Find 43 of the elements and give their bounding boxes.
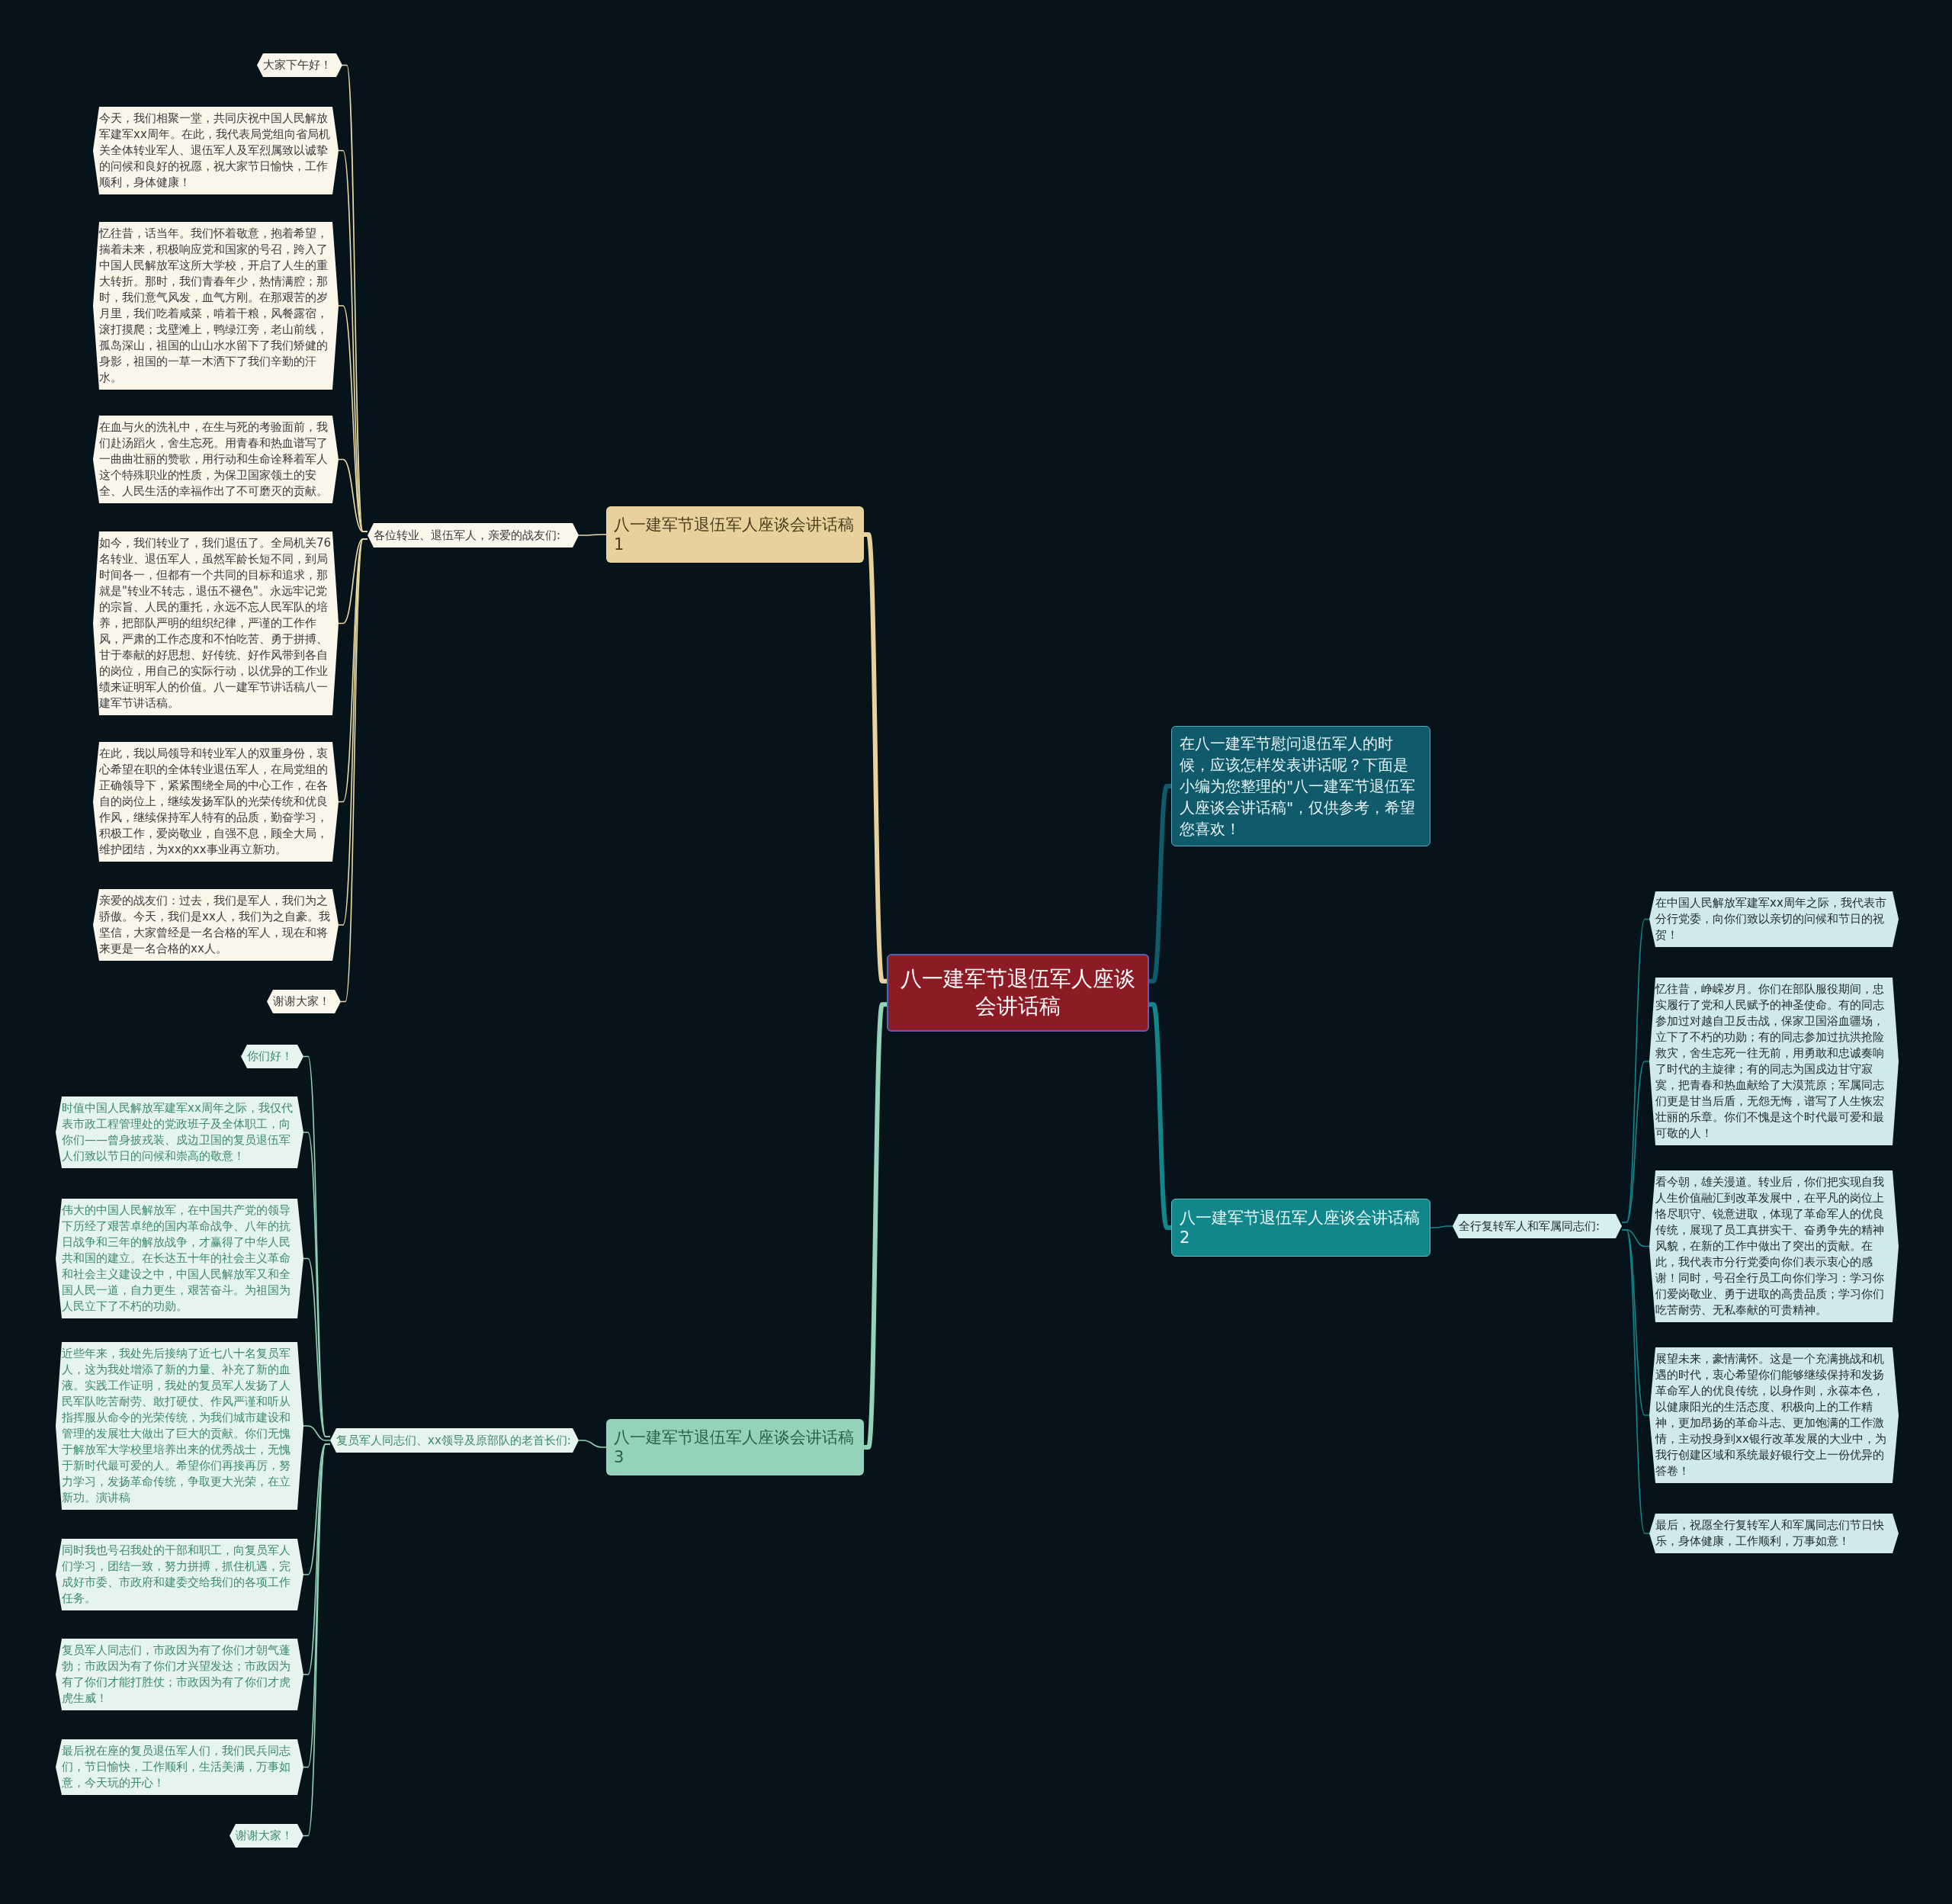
text-card: 忆往昔，峥嵘岁月。你们在部队服役期间，忠实履行了党和人民赋予的神圣使命。有的同志参加过对越自卫反击战，保家卫国浴血疆场，立下了不朽的功勋；有的同志参加过抗洪抢险救灾，舍生忘死一往无前，用勇敢和忠诚奏响了时代的主旋律；有的同志为国戍边甘守寂寞，把青春和热血献给了大漠荒原；军属同志们更是甘当后盾，无怨无悔，谱写了人生恢宏壮丽的乐章。你们不愧是这个时代最可爱和最可敬的人！ bbox=[1649, 978, 1899, 1145]
central-topic-box: 八一建军节退伍军人座谈会讲话稿 bbox=[887, 954, 1149, 1032]
text-card: 今天，我们相聚一堂，共同庆祝中国人民解放军建军xx周年。在此，我代表局党组向省局机关全体转业军人、退伍军人及军烈属致以诚挚的问候和良好的祝愿，祝大家节日愉快，工作顺利，身体健康！ bbox=[93, 107, 339, 194]
connector-line bbox=[340, 538, 368, 1003]
text-card: 在中国人民解放军建军xx周年之际，我代表市分行党委，向你们致以亲切的问候和节日的祝贺！ bbox=[1649, 891, 1899, 947]
connector-line bbox=[578, 1440, 607, 1448]
topic-box: 八一建军节退伍军人座谈会讲话稿3 bbox=[606, 1419, 864, 1475]
text-card: 谢谢大家！ bbox=[230, 1824, 303, 1848]
intro-text-box: 在八一建军节慰问退伍军人的时候，应该怎样发表讲话呢？下面是小编为您整理的"八一建军节退伍军人座谈会讲话稿"，仅供参考，希望您喜欢！ bbox=[1171, 726, 1430, 846]
connector-line bbox=[1621, 1061, 1650, 1223]
connector-line bbox=[303, 1257, 331, 1437]
subtopic-box: 各位转业、退伍军人，亲爱的战友们: bbox=[368, 523, 579, 547]
text-card: 在血与火的洗礼中，在生与死的考验面前，我们赴汤蹈火，舍生忘死。用青春和热血谱写了一曲曲壮丽的赞歌，用行动和生命诠释着军人这个特殊职业的性质，为保卫国家领土的安全、人民生活的幸福作出了不可磨灭的贡献。 bbox=[93, 416, 339, 503]
subtopic-box: 全行复转军人和军属同志们: bbox=[1453, 1214, 1622, 1238]
text-card: 看今朝，雄关漫道。转业后，你们把实现自我人生价值融汇到改革发展中，在平凡的岗位上恪尽职守、锐意进取，体现了革命军人的优良传统，展现了员工真拼实干、奋勇争先的精神风貌，在新的工作中做出了突出的贡献。在此，我代表市分行党委向你们表示衷心的感谢！同时，号召全行员工向你们学习：学习你们爱岗敬业、勇于进取的高贵品质；学习你们吃苦耐劳、无私奉献的可贵精神。 bbox=[1649, 1170, 1899, 1322]
text-card: 如今，我们转业了，我们退伍了。全局机关76名转业、退伍军人，虽然军龄长短不同，到局时间各一，但都有一个共同的目标和追求，那就是"转业不转志，退伍不褪色"。永远牢记党的宗旨、人民的重托，永远不忘人民军队的培养，把部队严明的组织纪律，严谨的工作作风，严肃的工作态度和不怕吃苦、勇于拼搏、甘于奉献的好思想、好传统、好作风带到各自的岗位，用自己的实际行动，以优异的工作业绩来证明军人的价值。八一建军节讲话稿八一建军节讲话稿。 bbox=[93, 531, 339, 715]
text-card: 最后祝在座的复员退伍军人们，我们民兵同志们，节日愉快，工作顺利，生活美满，万事如意，今天玩的开心！ bbox=[56, 1739, 303, 1795]
text-card: 你们好！ bbox=[241, 1045, 303, 1068]
connector-line bbox=[863, 532, 888, 984]
subtopic-box: 复员军人同志们、xx领导及原部队的老首长们: bbox=[330, 1428, 579, 1453]
text-card: 展望未来，豪情满怀。这是一个充满挑战和机遇的时代，衷心希望你们能够继续保持和发扬革命军人的优良传统，以身作则，永葆本色，以健康阳光的生活态度、积极向上的工作精神，更加昂扬的革命斗志、更加饱满的工作激情，主动投身到xx银行改革发展的大业中，为我行创建区域和系统最好银行交上一份优异的答卷！ bbox=[1649, 1347, 1899, 1483]
connector-line bbox=[303, 1443, 331, 1837]
text-card: 亲爱的战友们：过去，我们是军人，我们为之骄傲。今天，我们是xx人，我们为之自豪。我坚信，大家曾经是一名合格的军人，现在和将来更是一名合格的xx人。 bbox=[93, 889, 339, 961]
text-card: 谢谢大家！ bbox=[267, 990, 341, 1013]
text-card: 大家下午好！ bbox=[257, 53, 342, 77]
connector-line bbox=[303, 1425, 331, 1441]
connector-line bbox=[863, 1002, 888, 1450]
text-card: 时值中国人民解放军建军xx周年之际，我仅代表市政工程管理处的党政班子及全体职工，向你们——曾身披戎装、戍边卫国的复员退伍军人们致以节日的问候和崇高的敬意！ bbox=[56, 1096, 303, 1168]
text-card: 最后，祝愿全行复转军人和军属同志们节日快乐，身体健康，工作顺利，万事如意！ bbox=[1649, 1514, 1899, 1553]
connector-line bbox=[1149, 784, 1171, 984]
connector-line bbox=[578, 534, 607, 536]
text-card: 在此，我以局领导和转业军人的双重身份，衷心希望在职的全体转业退伍军人，在局党组的正确领导下，紧紧围绕全局的中心工作，在各自的岗位上，继续发扬军队的光荣传统和优良作风，继续保持军人特有的品质，勤奋学习，积极工作，爱岗敬业，自强不息，顾全大局，维护团结，为xx的xx事业再立新功。 bbox=[93, 742, 339, 862]
text-card: 复员军人同志们，市政因为有了你们才朝气蓬勃；市政因为有了你们才兴望发达；市政因为有了你们才能打胜仗；市政因为有了你们才虎虎生威！ bbox=[56, 1639, 303, 1710]
text-card: 忆往昔，话当年。我们怀着敬意，抱着希望，揣着未来，积极响应党和国家的号召，跨入了中国人民解放军这所大学校，开启了人生的重大转折。那时，我们青春年少，热情满腔；那时，我们意气风发，血气方刚。在那艰苦的岁月里，我们吃着咸菜，啃着干粮，风餐露宿，滚打摸爬；戈壁滩上，鸭绿江旁，老山前线，孤岛深山，祖国的山山水水留下了我们矫健的身影，祖国的一草一木洒下了我们辛勤的汗水。 bbox=[93, 222, 339, 390]
text-card: 伟大的中国人民解放军，在中国共产党的领导下历经了艰苦卓绝的国内革命战争、八年的抗日战争和三年的解放战争，才赢得了中华人民共和国的建立。在长达五十年的社会主义革命和社会主义建设之中，中国人民解放军又和全国人民一道，自力更生，艰苦奋斗。为祖国为人民立下了不朽的功勋。 bbox=[56, 1199, 303, 1318]
connector-line bbox=[1149, 1002, 1171, 1230]
topic-box: 八一建军节退伍军人座谈会讲话稿2 bbox=[1171, 1199, 1430, 1257]
connector-line bbox=[1621, 1229, 1650, 1534]
text-card: 同时我也号召我处的干部和职工，向复员军人们学习，团结一致，努力拼搏，抓住机遇，完成好市委、市政府和建委交给我们的各项工作任务。 bbox=[56, 1539, 303, 1610]
connector-line bbox=[1430, 1225, 1453, 1228]
topic-box: 八一建军节退伍军人座谈会讲话稿1 bbox=[606, 506, 864, 563]
text-card: 近些年来，我处先后接纳了近七八十名复员军人，这为我处增添了新的力量、补充了新的血液。实践工作证明，我处的复员军人发扬了人民军队吃苦耐劳、敢打硬仗、作风严谨和听从指挥服从命令的光荣传统，为我们城市建设和管理的发展壮大做出了巨大的贡献。你们无愧于解放军大学校里培养出来的优秀战士，无愧于新时代最可爱的人。希望你们再接再厉，努力学习，发扬革命传统，争取更大光荣，在立新功。演讲稿 bbox=[56, 1342, 303, 1510]
connector-line bbox=[338, 458, 368, 532]
